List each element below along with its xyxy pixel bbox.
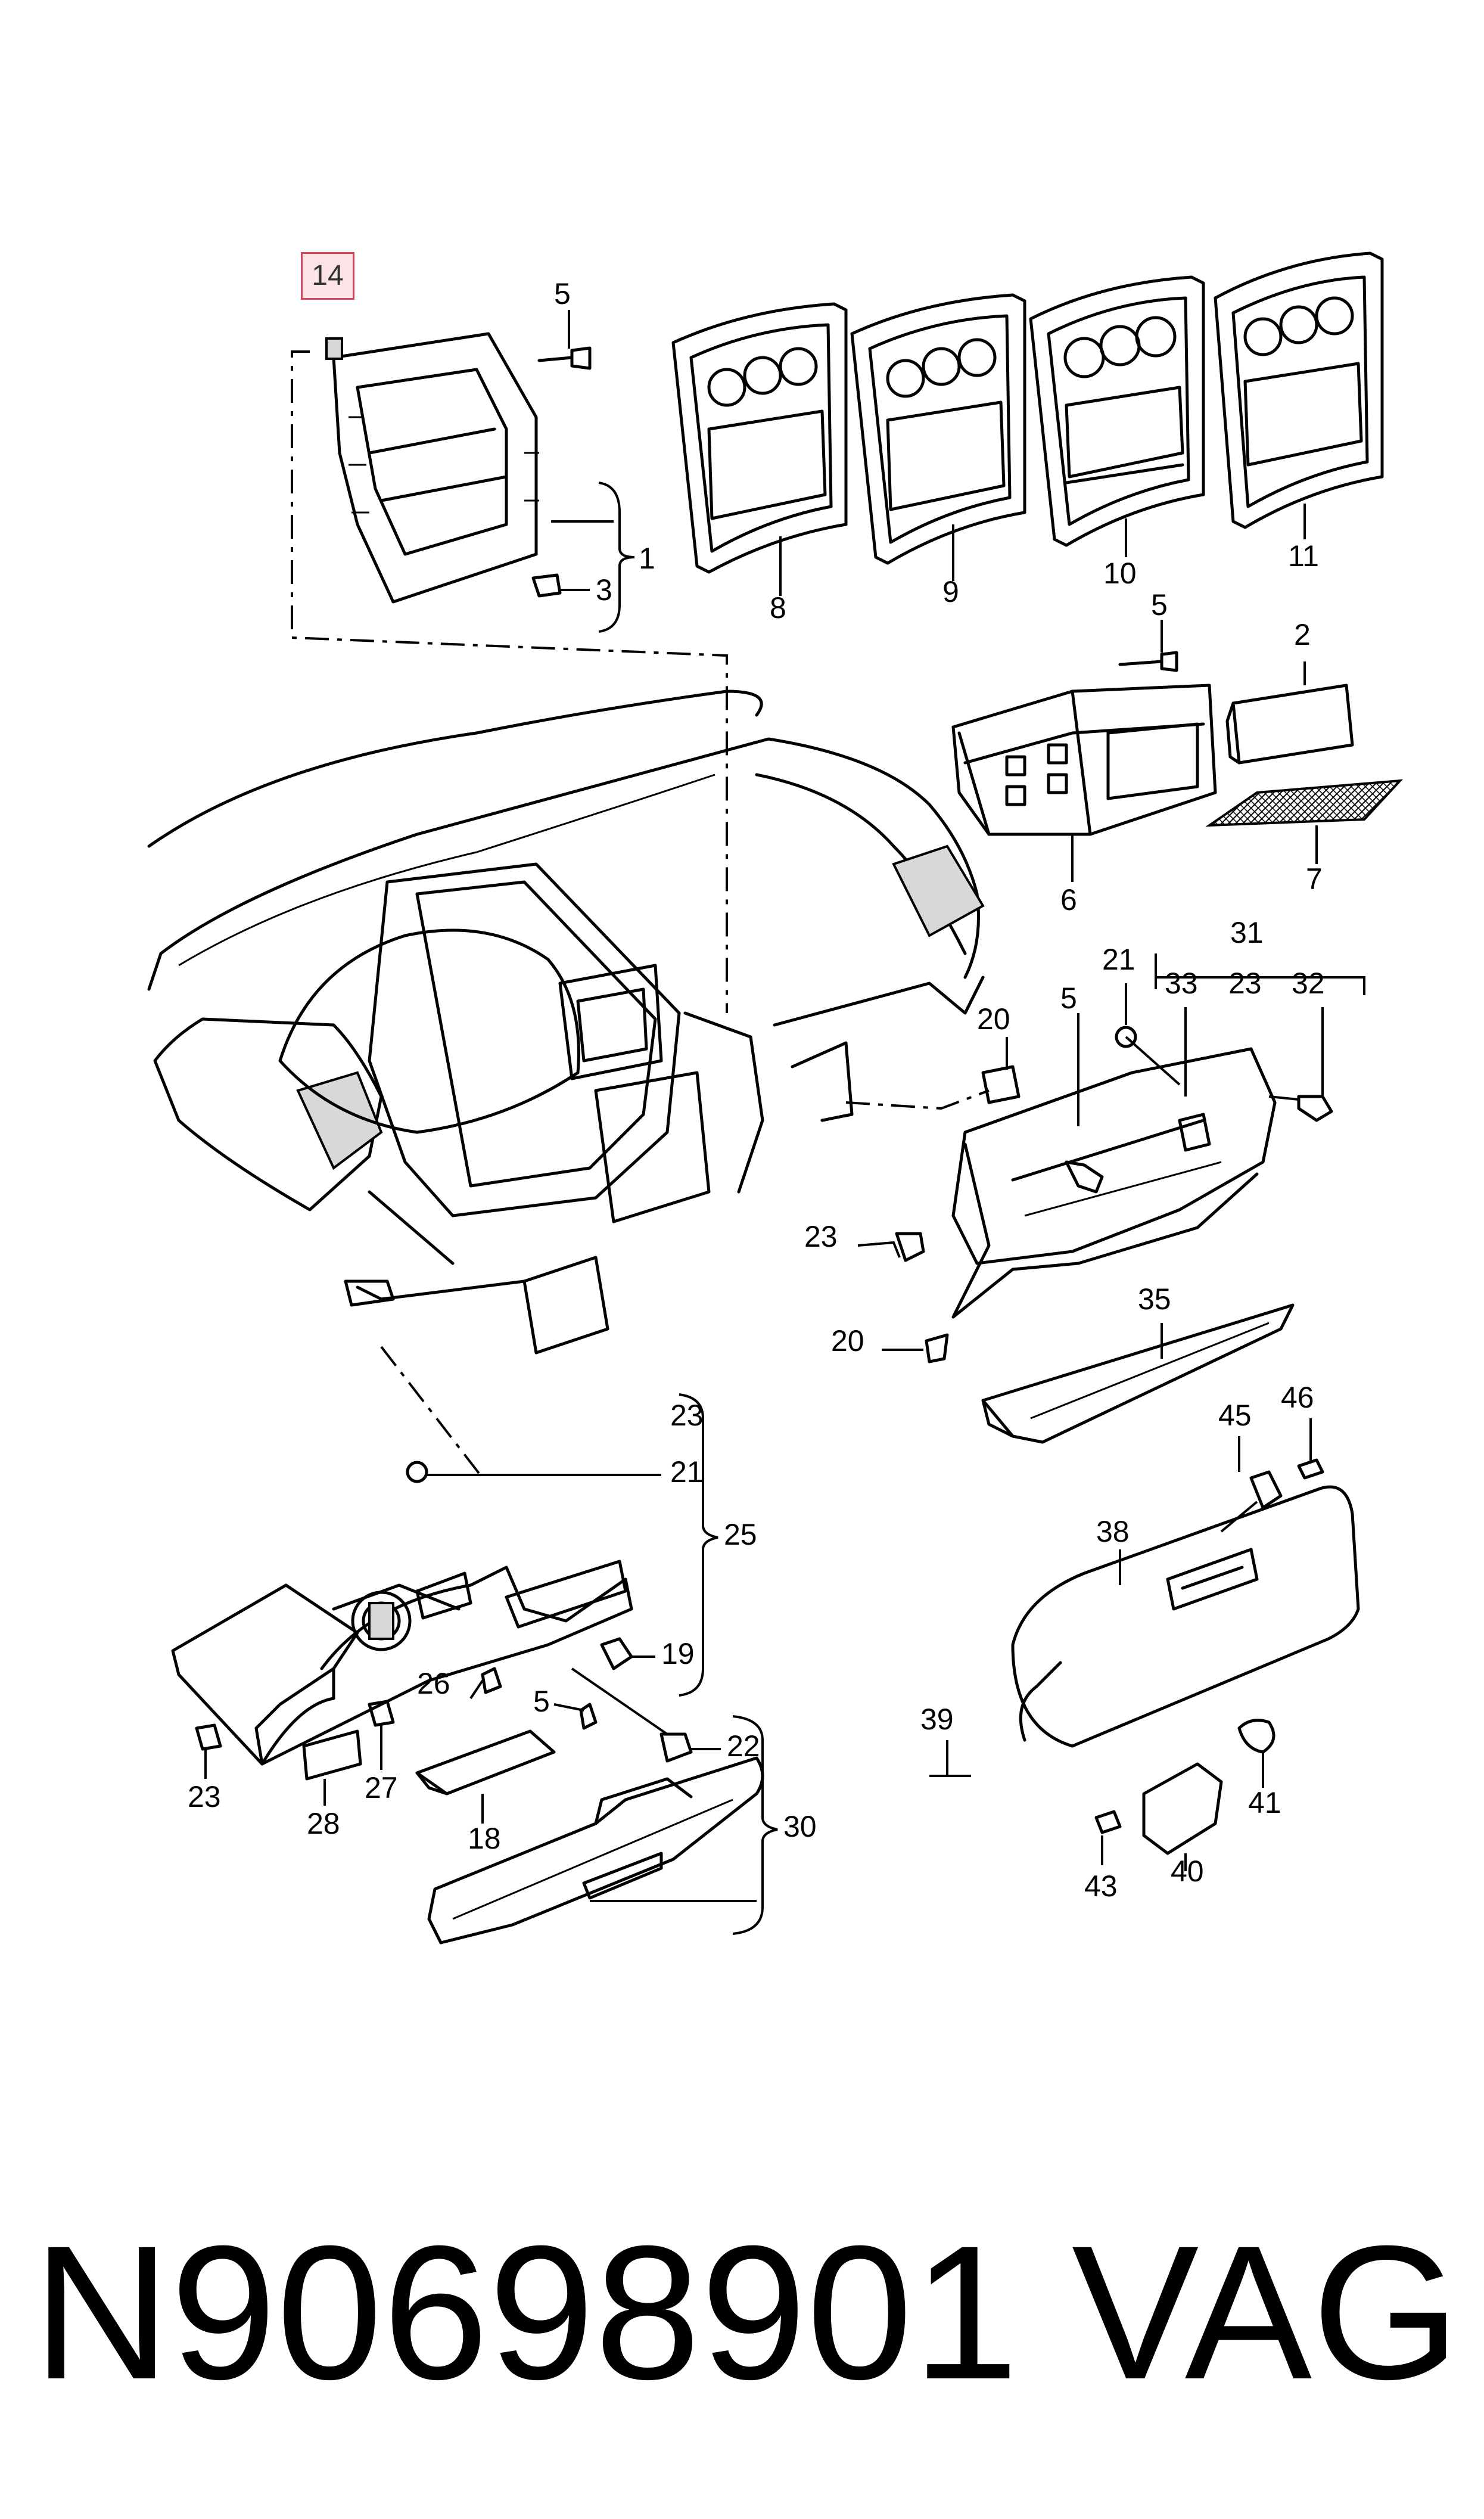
label-43: 43 [1084, 1869, 1118, 1903]
footer: N90698901 VAG [0, 2217, 1484, 2455]
label-7: 7 [1306, 862, 1323, 896]
label-32: 32 [1292, 967, 1325, 1000]
trim-bezel-11 [1214, 251, 1384, 529]
lock-40 [1142, 1762, 1223, 1855]
trim-bezel-9 [850, 293, 1026, 565]
label-9: 9 [942, 575, 959, 608]
label-18: 18 [468, 1822, 501, 1855]
label-23-top: 23 [1228, 967, 1262, 1000]
part-number: N90698901 [33, 2206, 1019, 2419]
radio-bracket-6 [951, 684, 1217, 836]
label-26: 26 [417, 1667, 450, 1700]
label-41: 41 [1248, 1786, 1281, 1819]
glovebox-lid-38 [1011, 1485, 1360, 1748]
label-3: 3 [596, 573, 612, 607]
label-6: 6 [1060, 883, 1077, 917]
label-23-bottom: 23 [188, 1780, 221, 1813]
label-28: 28 [307, 1807, 340, 1840]
label-25: 25 [724, 1518, 757, 1551]
label-20-top: 20 [977, 1002, 1010, 1036]
mounting-frame [325, 332, 592, 604]
label-46: 46 [1281, 1381, 1314, 1414]
label-23-lower: 23 [670, 1399, 704, 1432]
label-10: 10 [1103, 557, 1137, 590]
label-39: 39 [920, 1703, 954, 1736]
trim-bezel-10 [1029, 275, 1205, 547]
label-23-mid: 23 [804, 1220, 838, 1253]
cubby-2 [1225, 684, 1354, 765]
trim-bezel-8 [671, 302, 848, 574]
label-30: 30 [783, 1810, 817, 1843]
label-1: 1 [639, 542, 655, 575]
tray-35 [981, 1303, 1295, 1444]
storage-box-18 [415, 1729, 556, 1796]
label-31: 31 [1230, 916, 1264, 949]
brand-name: VAG [1071, 2206, 1460, 2419]
dashboard [147, 689, 985, 1355]
label-5-top: 5 [554, 277, 571, 310]
label-5-lower: 5 [533, 1685, 550, 1718]
label-21-lower: 21 [670, 1455, 704, 1489]
label-33: 33 [1165, 967, 1198, 1000]
label-21-right: 21 [1102, 943, 1135, 976]
leader-14-dashed [291, 350, 728, 1013]
mat-7 [1205, 779, 1403, 827]
label-5-glovebox: 5 [1060, 981, 1077, 1015]
label-11: 11 [1288, 539, 1319, 573]
glovebox-housing-33 [951, 1047, 1277, 1319]
label-19: 19 [661, 1637, 695, 1670]
exploded-parts-diagram [147, 251, 1403, 1945]
label-35: 35 [1138, 1282, 1171, 1316]
label-8: 8 [770, 591, 786, 625]
label-40: 40 [1171, 1855, 1204, 1888]
label-5-radio: 5 [1151, 588, 1168, 622]
label-27: 27 [365, 1771, 398, 1804]
label-2: 2 [1294, 618, 1311, 651]
label-20-mid: 20 [831, 1324, 864, 1358]
label-14-highlight[interactable]: 14 [301, 252, 354, 300]
label-45: 45 [1218, 1399, 1252, 1432]
label-38: 38 [1096, 1515, 1130, 1548]
label-22: 22 [727, 1729, 760, 1763]
storage-assembly-25 [171, 1560, 633, 1766]
